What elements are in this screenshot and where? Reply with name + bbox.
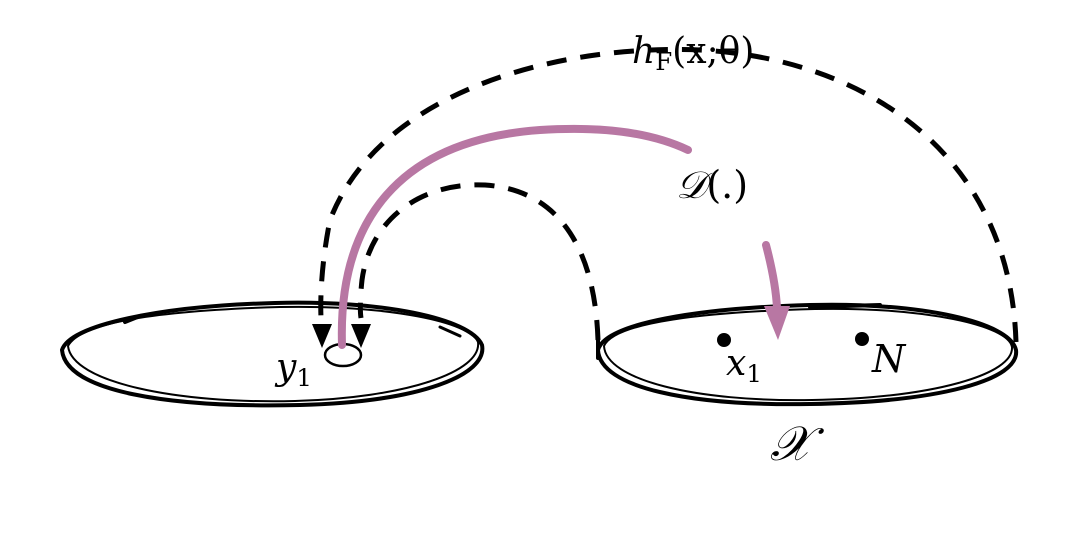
mapping-label-sub: F [655, 46, 673, 76]
mapping-inner-dashed-arc [357, 182, 601, 341]
space-label: 𝒳 [770, 416, 812, 472]
right-set-ellipse [595, 302, 1019, 407]
distribution-label-args: (.) [706, 163, 749, 207]
count-point-dot [855, 332, 869, 346]
source-point-label: x1 [726, 343, 762, 386]
distribution-drop-line [762, 241, 781, 312]
mapping-label-args: (x;θ) [672, 31, 755, 72]
target-point-label-main: y [276, 347, 297, 388]
left-set-ellipse [59, 300, 485, 408]
distribution-label: 𝒟(.) [676, 166, 748, 204]
source-point-dot [717, 333, 731, 347]
outer-arc-arrowhead [312, 324, 332, 348]
distribution-arc [337, 124, 692, 349]
distribution-arrowhead [764, 306, 790, 340]
inner-arc-arrowhead [351, 324, 371, 348]
mapping-label-main: h [632, 31, 656, 72]
source-point-label-main: x [726, 343, 747, 384]
source-point-label-sub: 1 [746, 358, 762, 388]
count-label: N [872, 337, 906, 381]
mapping-outer-dashed-arc [318, 47, 1019, 343]
target-point-label-sub: 1 [296, 362, 312, 392]
mapping-label: hF(x;θ) [632, 31, 755, 74]
target-point-label: y1 [276, 347, 312, 390]
distribution-label-main: 𝒟 [676, 163, 707, 207]
